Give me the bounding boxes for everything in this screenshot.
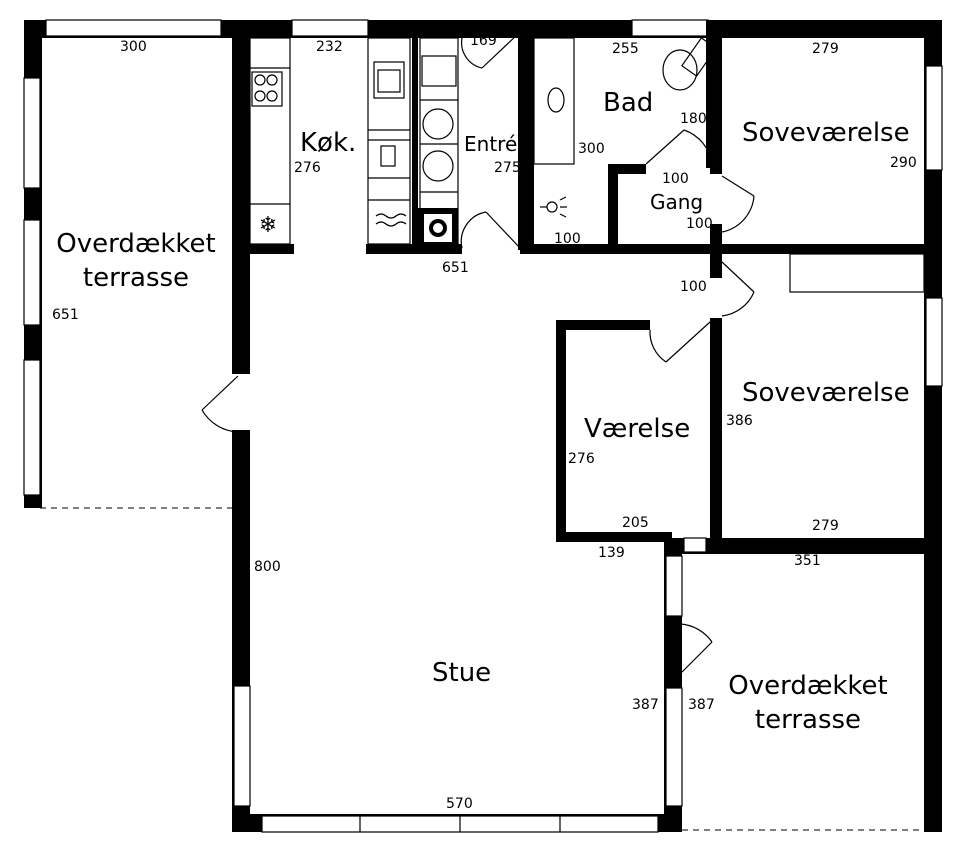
terrace-left-walls: [23, 19, 244, 508]
dimension-label: 169: [470, 33, 497, 49]
room-label-bath: Bad: [603, 88, 654, 118]
dimension-label: 100: [662, 171, 689, 187]
room-label-terrace-left-line2: terrasse: [82, 262, 190, 293]
room-label-hall: Gang: [650, 190, 704, 214]
dimension-label: 800: [254, 559, 281, 575]
bottom-wall: [232, 814, 682, 833]
dimension-label: 387: [688, 697, 715, 713]
toilet-icon: [662, 37, 717, 91]
room-label-bedroom-top: Soveværelse: [742, 118, 910, 148]
door-bedroom-mid: [721, 261, 755, 317]
stove-icon: [251, 71, 283, 107]
corridor-walls: [710, 253, 925, 293]
washing-machine-icon: [422, 108, 454, 140]
dimension-label: 180: [680, 111, 707, 127]
room-label-living: Stue: [432, 658, 492, 688]
room-label-terrace-left: Overdækket terrasse: [48, 228, 224, 296]
room-label-terrace-right-line1: Overdækket: [728, 671, 888, 701]
kitchen-sink-icon: [373, 61, 405, 99]
east-living-wall: [664, 537, 942, 832]
door-bath: [645, 129, 713, 165]
oven-icon: [375, 213, 407, 227]
room-label-room: Værelse: [584, 414, 691, 444]
dimension-label: 651: [52, 307, 79, 323]
right-wall: [924, 20, 943, 832]
fridge-icon: ❄: [259, 213, 277, 238]
dimension-label: 205: [622, 515, 649, 531]
dimension-label: 300: [578, 141, 605, 157]
door-entry-bottom: [460, 211, 521, 249]
top-wall: [232, 19, 942, 38]
utility-sink-icon: [421, 55, 457, 87]
room-label-bedroom-mid: Soveværelse: [742, 378, 910, 408]
dimension-label: 276: [294, 160, 321, 176]
door-terrace-right: [673, 623, 713, 681]
dryer-icon: [422, 150, 454, 182]
dimension-label: 351: [794, 553, 821, 569]
door-bedroom-top: [721, 175, 755, 233]
dimension-label: 386: [726, 413, 753, 429]
dimension-label: 276: [568, 451, 595, 467]
kitchen-walls: [232, 20, 462, 254]
west-interior-wall: [232, 20, 251, 832]
dishwasher-icon: [380, 145, 396, 167]
dimension-label: 139: [598, 545, 625, 561]
room-label-kitchen: Køk.: [300, 128, 357, 158]
room-label-terrace-right-line2: terrasse: [754, 704, 862, 735]
dimension-label: 255: [612, 41, 639, 57]
dimension-label: 300: [120, 39, 147, 55]
chimney-icon: [418, 208, 458, 248]
dimension-label: 387: [632, 697, 659, 713]
door-terrace-left: [201, 375, 239, 433]
room-label-terrace-right: Overdækket terrasse: [718, 670, 898, 738]
dimension-label: 651: [442, 260, 469, 276]
room-label-entre: Entré: [464, 132, 518, 156]
dimension-label: 100: [554, 231, 581, 247]
svg-text:❄: ❄: [259, 213, 277, 238]
dimension-label: 100: [686, 216, 713, 232]
room-walls: [556, 318, 722, 544]
door-room: [649, 321, 711, 363]
dimension-label: 570: [446, 796, 473, 812]
dimension-label: 232: [316, 39, 343, 55]
shower-icon: [540, 196, 567, 218]
dimension-label: 275: [494, 160, 521, 176]
door-entry-top: [460, 33, 519, 69]
dimension-label: 279: [812, 41, 839, 57]
dimension-label: 290: [890, 155, 917, 171]
dimension-label: 100: [680, 279, 707, 295]
dimension-label: 279: [812, 518, 839, 534]
room-label-terrace-left-line1: Overdækket: [56, 229, 216, 259]
